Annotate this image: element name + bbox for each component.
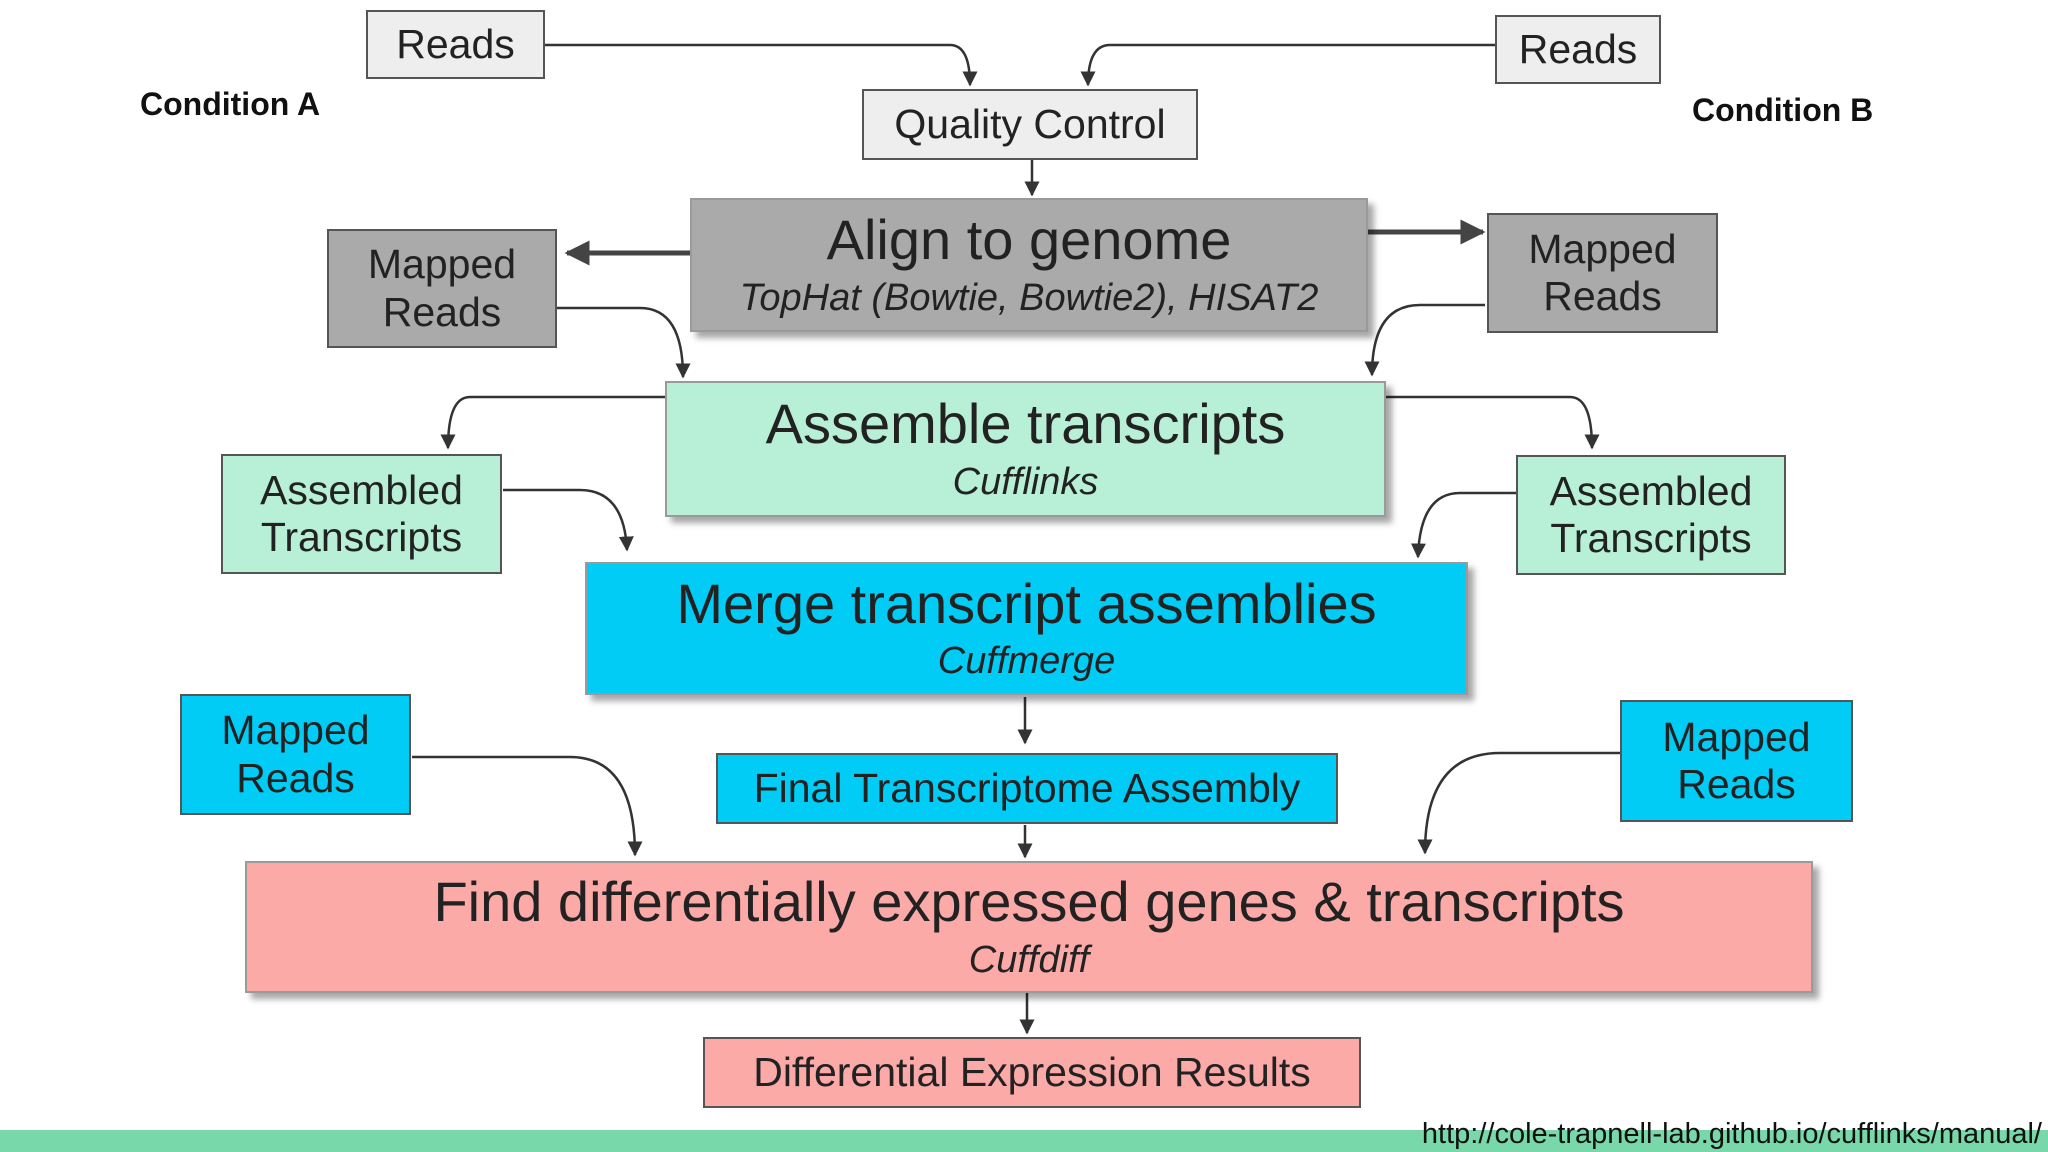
assembled-transcripts-right-line2: Transcripts [1550,515,1752,561]
condition-b-label: Condition B [1692,92,1874,128]
merge-title: Merge transcript assemblies [676,571,1377,635]
arrow-assemble-to-assembled-left [440,395,665,450]
reads-left-label: Reads [396,20,515,67]
quality-control-box: Quality Control [862,89,1198,160]
assembled-transcripts-left-box: Assembled Transcripts [221,454,502,574]
final-transcriptome-label: Final Transcriptome Assembly [753,764,1301,811]
arrow-assembled-right-to-merge [1410,491,1518,559]
merge-tool: Cuffmerge [937,640,1116,683]
mapped-reads-top-right-line1: Mapped [1528,225,1677,272]
mapped-reads-top-left-line1: Mapped [367,241,517,288]
diff-title: Find differentially expressed genes & tr… [433,870,1625,934]
differential-results-label: Differential Expression Results [753,1048,1311,1095]
diff-tool: Cuffdiff [968,938,1090,981]
assemble-title: Assemble transcripts [765,392,1286,456]
mapped-reads-top-right-line2: Reads [1543,273,1662,319]
mapped-reads-bottom-left-line1: Mapped [221,707,370,754]
reads-right-box: Reads [1495,15,1661,84]
mapped-reads-top-left-box: Mapped Reads [327,229,557,348]
assemble-tool: Cufflinks [952,460,1099,503]
find-differential-expression-box: Find differentially expressed genes & tr… [245,861,1813,993]
assembled-transcripts-left-line2: Transcripts [260,514,463,560]
mapped-reads-bottom-right-line2: Reads [1677,761,1796,807]
arrow-reads-left-to-qc [545,43,978,87]
align-to-genome-box: Align to genome TopHat (Bowtie, Bowtie2)… [690,198,1368,332]
arrow-mapped-right-to-assemble [1364,303,1485,377]
align-title: Align to genome [826,208,1232,272]
mapped-reads-bottom-left-box: Mapped Reads [180,694,411,815]
arrow-assembled-left-to-merge [503,488,634,552]
condition-a-label: Condition A [140,86,321,122]
mapped-reads-top-left-line2: Reads [382,288,502,335]
assembled-transcripts-right-box: Assembled Transcripts [1516,455,1786,575]
merge-assemblies-box: Merge transcript assemblies Cuffmerge [585,562,1468,695]
final-transcriptome-box: Final Transcriptome Assembly [716,753,1338,824]
mapped-reads-bottom-left-line2: Reads [236,754,355,801]
mapped-reads-bottom-right-line1: Mapped [1662,713,1811,760]
reads-right-label: Reads [1518,25,1638,72]
arrow-mapped-bottom-right-to-diff [1417,751,1620,855]
bottom-accent-bar [0,1130,2048,1152]
assembled-transcripts-right-line1: Assembled [1549,467,1753,514]
arrow-mapped-bottom-left-to-diff [412,755,643,857]
mapped-reads-bottom-right-box: Mapped Reads [1620,700,1853,822]
footer-url: http://cole-trapnell-lab.github.io/cuffl… [1421,1118,2042,1150]
differential-results-box: Differential Expression Results [703,1037,1361,1108]
assembled-transcripts-left-line1: Assembled [260,466,463,513]
reads-left-box: Reads [366,10,545,79]
align-tools: TopHat (Bowtie, Bowtie2), HISAT2 [739,276,1319,319]
mapped-reads-top-right-box: Mapped Reads [1487,213,1718,333]
arrow-assemble-to-assembled-right [1386,395,1600,450]
quality-control-label: Quality Control [894,100,1166,147]
arrow-mapped-left-to-assemble [557,306,691,379]
arrow-reads-right-to-qc [1080,43,1495,87]
assemble-transcripts-box: Assemble transcripts Cufflinks [665,381,1386,517]
